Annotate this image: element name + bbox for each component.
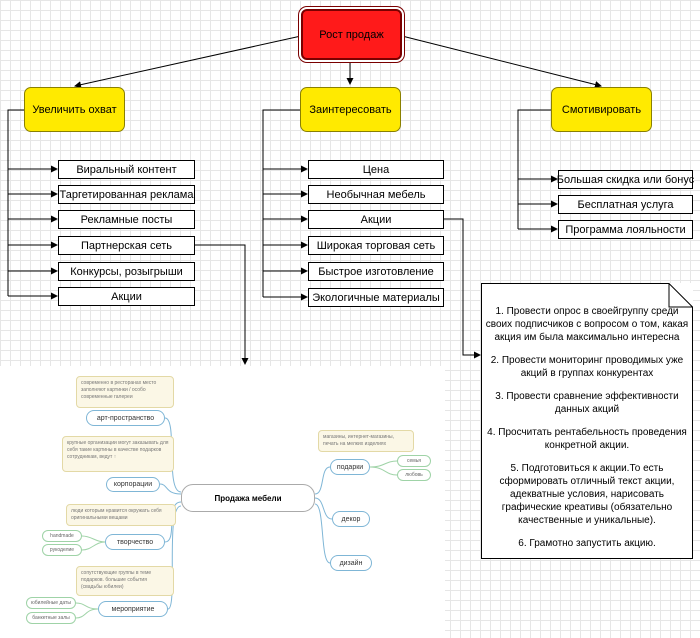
leaf-label: Акции [360,213,392,226]
root-node[interactable]: Рост продаж [301,9,402,60]
branch-label: мероприятие [111,605,155,613]
leaf-unusual-furniture[interactable]: Необычная мебель [308,185,444,204]
mindmap-tag: банкетные залы [26,612,76,624]
leaf-label: Таргетированная реклама [59,188,194,201]
mindmap-center: Продажа мебели [181,484,315,512]
leaf-promotions[interactable]: Акции [308,210,444,229]
note-item: 1. Провести опрос в своейгруппу среди св… [485,306,689,343]
category-interest[interactable]: Заинтересовать [300,87,401,132]
leaf-label: Широкая торговая сеть [316,239,436,252]
leaf-fast-production[interactable]: Быстрое изготовление [308,262,444,281]
leaf-label: Экологичные материалы [312,291,440,304]
branch-label: корпорации [113,481,153,488]
note-item: 2. Провести мониторинг проводимых уже ак… [490,355,684,379]
mindmap-center-label: Продажа мебели [214,493,282,503]
root-label: Рост продаж [319,28,384,41]
mindmap-comment: люди которым нравится окружать себя ориг… [66,504,176,526]
category-motivate[interactable]: Смотивировать [551,87,652,132]
mindmap-tag: юбилейные даты [26,597,76,609]
leaf-label: Виральный контент [76,163,177,176]
mindmap-comment: магазины, интернет-магазины, печать на м… [318,430,414,452]
category-label: Заинтересовать [309,103,392,116]
note-outline [481,283,693,559]
leaf-big-discount[interactable]: Большая скидка или бонус [556,170,695,189]
mindmap-tag: любовь [397,469,431,481]
tag-label: рукоделие [49,547,75,553]
mindmap-branch-event: мероприятие [98,601,168,617]
mindmap-branch-corporations: корпорации [106,477,160,492]
furniture-mindmap-image: Продажа мебели современно в ресторанах м… [0,366,445,638]
note-item: 5. Подготовиться к акции.То есть сформир… [499,463,675,526]
branch-label: арт-пространство [96,414,155,422]
note-item: 4. Просчитать рентабельность проведения … [487,427,687,451]
leaf-label: Программа лояльности [565,223,686,236]
branch-label: подарки [336,463,364,471]
leaf-wide-network[interactable]: Широкая торговая сеть [308,236,444,255]
leaf-eco-materials[interactable]: Экологичные материалы [308,288,444,307]
leaf-label: Быстрое изготовление [318,265,434,278]
category-label: Смотивировать [561,103,642,116]
category-label: Увеличить охват [32,103,117,116]
leaf-label: Необычная мебель [326,188,426,201]
mindmap-comment: крупные организации могут заказывать для… [62,436,174,472]
tag-label: юбилейные даты [31,600,71,606]
mindmap-tag: рукоделие [42,544,82,556]
leaf-label: Цена [362,163,390,176]
leaf-label: Акции [111,290,142,303]
leaf-contests[interactable]: Конкурсы, розыгрыши [58,262,195,281]
branch-label: творчество [116,538,154,546]
tag-label: handmade [50,533,74,539]
note-text: 1. Провести опрос в своейгруппу среди св… [485,305,689,560]
leaf-ad-posts[interactable]: Рекламные посты [58,210,195,229]
leaf-free-service[interactable]: Бесплатная услуга [558,195,693,214]
leaf-loyalty-program[interactable]: Программа лояльности [558,220,693,239]
branch-label: декор [341,515,361,523]
leaf-targeted-ads[interactable]: Таргетированная реклама [58,185,195,204]
note-item: 6. Грамотно запустить акцию. [518,538,656,549]
leaf-label: Партнерская сеть [81,239,172,252]
mindmap-tag: handmade [42,530,82,542]
leaf-label: Рекламные посты [80,213,173,226]
tag-label: любовь [405,472,423,478]
mindmap-comment: сопутствующие группы в теме подарков. бо… [76,566,174,596]
leaf-price[interactable]: Цена [308,160,444,179]
mindmap-branch-creativity: творчество [105,534,165,550]
leaf-label: Конкурсы, розыгрыши [70,265,183,278]
tag-label: семья [406,458,422,464]
mindmap-comment: современно в ресторанах место заполняют … [76,376,174,408]
leaf-label: Бесплатная услуга [577,198,674,211]
branch-label: дизайн [339,559,363,567]
mindmap-branch-gifts: подарки [330,459,370,475]
leaf-label: Большая скидка или бонус [556,173,695,186]
mindmap-tag: семья [397,455,431,467]
mindmap-branch-art-space: арт-пространство [86,410,165,426]
mindmap-branch-decor: декор [332,511,370,527]
tag-label: банкетные залы [32,615,70,621]
action-plan-note[interactable]: 1. Провести опрос в своейгруппу среди св… [481,283,693,559]
leaf-promotions-reach[interactable]: Акции [58,287,195,306]
category-increase-reach[interactable]: Увеличить охват [24,87,125,132]
mindmap-branch-design: дизайн [330,555,372,571]
leaf-partner-network[interactable]: Партнерская сеть [58,236,195,255]
note-item: 3. Провести сравнение эффективности данн… [495,391,679,415]
leaf-viral-content[interactable]: Виральный контент [58,160,195,179]
